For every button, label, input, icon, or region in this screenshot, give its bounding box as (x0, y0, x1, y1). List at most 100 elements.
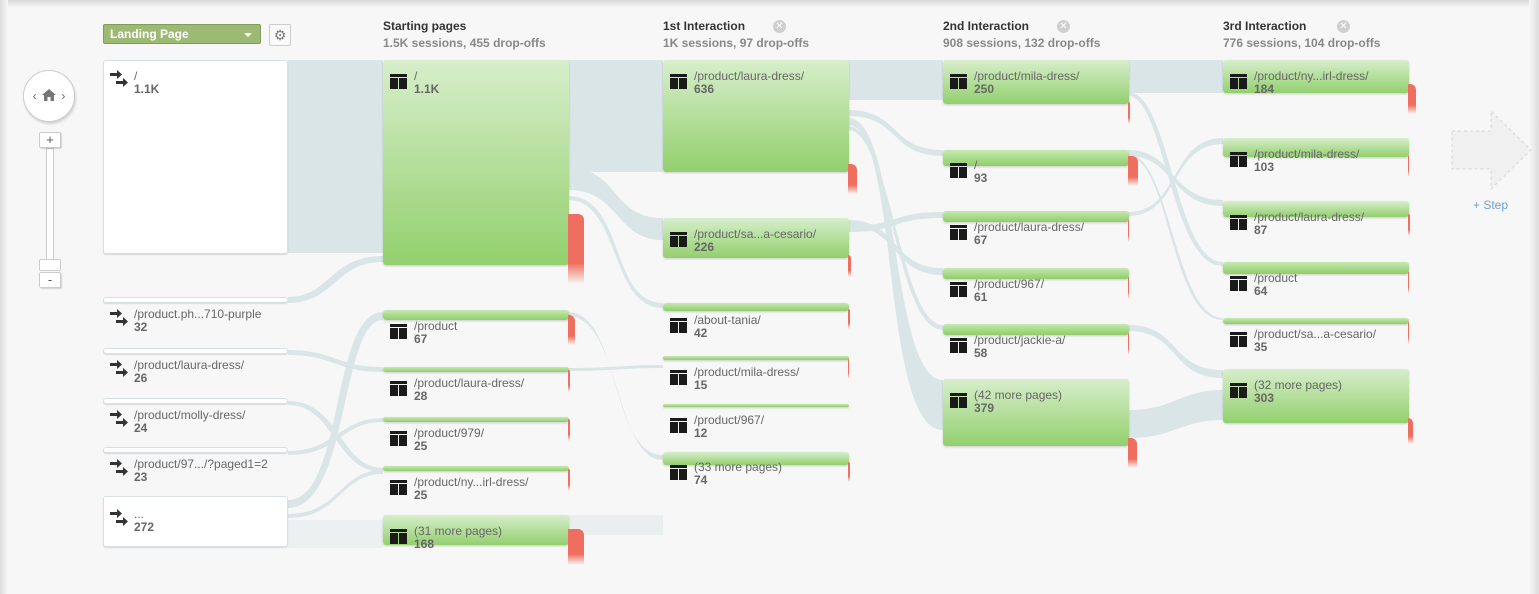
page-icon (950, 163, 967, 178)
entrance-arrows-icon (110, 360, 128, 377)
page-node-label: /about-tania/42 (694, 313, 761, 340)
page-icon (950, 225, 967, 240)
page-node[interactable] (1223, 201, 1409, 217)
page-node-label: /product/mila-dress/250 (974, 69, 1080, 96)
page-icon (670, 465, 687, 480)
page-node[interactable] (663, 60, 849, 172)
dropoff-bar[interactable] (568, 370, 570, 392)
landing-node-0[interactable] (103, 60, 288, 254)
page-node[interactable] (663, 452, 849, 465)
landing-label-0: /1.1K (134, 69, 160, 96)
remove-step-close-icon[interactable]: ✕ (1057, 20, 1070, 33)
home-icon[interactable] (42, 89, 56, 101)
zoom-out-button[interactable]: - (39, 272, 61, 288)
page-node[interactable] (943, 60, 1129, 104)
landing-node-4[interactable] (103, 447, 288, 453)
frame-shadow-left (0, 0, 8, 594)
dropoff-bar[interactable] (848, 359, 849, 379)
page-node[interactable] (1223, 60, 1409, 93)
page-node[interactable] (943, 379, 1129, 446)
dropoff-bar[interactable] (1408, 418, 1413, 444)
pan-left-button[interactable]: ‹ (32, 89, 37, 103)
page-node[interactable] (1223, 369, 1409, 423)
dropoff-bar[interactable] (568, 469, 570, 491)
add-step-arrow-icon[interactable] (1451, 110, 1533, 190)
dimension-dropdown[interactable]: Landing Page (103, 24, 261, 44)
remove-step-close-icon[interactable]: ✕ (1337, 20, 1350, 33)
page-node[interactable] (383, 60, 569, 265)
dropoff-bar[interactable] (1408, 84, 1416, 114)
page-node[interactable] (943, 324, 1129, 335)
entrance-arrows-icon (110, 509, 128, 526)
page-node[interactable] (383, 417, 569, 422)
landing-node-5[interactable] (103, 496, 288, 547)
page-node-label: /product/sa...a-cesario/35 (1254, 327, 1377, 354)
page-node[interactable] (663, 356, 849, 360)
page-node-label: (42 more pages)379 (974, 388, 1063, 415)
zoom-slider-handle[interactable] (39, 259, 61, 271)
add-step-button[interactable]: + Step (1473, 198, 1509, 212)
landing-node-3[interactable] (103, 398, 288, 404)
page-node[interactable] (663, 218, 849, 258)
entrance-arrows-icon (110, 70, 128, 87)
dropoff-bar[interactable] (1408, 214, 1410, 236)
remove-step-close-icon[interactable]: ✕ (773, 20, 786, 33)
column-title: Starting pages (383, 19, 467, 33)
settings-button[interactable]: ⚙ (269, 24, 291, 46)
landing-node-2[interactable] (103, 348, 288, 354)
page-icon (1230, 215, 1247, 230)
page-icon (670, 370, 687, 385)
page-icon (390, 324, 407, 339)
pan-navigation-control: ‹ › (23, 70, 75, 122)
page-icon (1230, 276, 1247, 291)
dropoff-bar[interactable] (1128, 102, 1130, 124)
page-node[interactable] (663, 303, 849, 311)
dropoff-bar[interactable] (568, 419, 570, 441)
dropoff-bar[interactable] (1408, 272, 1409, 294)
dropoff-bar[interactable] (1128, 220, 1129, 242)
frame-shadow-top (0, 0, 1539, 8)
page-node[interactable] (383, 466, 569, 471)
dropoff-bar[interactable] (568, 529, 584, 565)
pan-right-button[interactable]: › (61, 89, 66, 103)
dropoff-bar[interactable] (568, 214, 584, 284)
page-node-label: /product/jackie-a/58 (974, 333, 1066, 360)
dropoff-bar[interactable] (848, 255, 851, 277)
page-node[interactable] (943, 268, 1129, 279)
dropoff-bar[interactable] (1128, 333, 1129, 355)
page-node-label: /1.1K (414, 69, 440, 96)
chevron-down-icon (244, 33, 252, 37)
dropoff-bar[interactable] (848, 462, 850, 482)
page-node[interactable] (1223, 318, 1409, 324)
page-node[interactable] (663, 404, 849, 407)
dropoff-bar[interactable] (1408, 155, 1409, 177)
landing-node-1[interactable] (103, 297, 288, 303)
page-icon (390, 74, 407, 89)
dropoff-bar[interactable] (1128, 277, 1129, 299)
frame-shadow-right (1529, 0, 1539, 594)
page-node[interactable] (1223, 138, 1409, 157)
page-node[interactable] (943, 150, 1129, 166)
dropoff-bar[interactable] (848, 309, 850, 329)
column-summary: 908 sessions, 132 drop-offs (943, 36, 1101, 50)
dropoff-bar[interactable] (568, 315, 575, 345)
zoom-in-button[interactable]: + (39, 132, 61, 148)
dropoff-bar[interactable] (1128, 156, 1138, 186)
page-node-label: /product/ny...irl-dress/25 (414, 475, 529, 502)
entrance-arrows-icon (110, 410, 128, 427)
page-icon (950, 282, 967, 297)
page-node[interactable] (1223, 262, 1409, 274)
entrance-arrows-icon (110, 459, 128, 476)
page-node[interactable] (383, 367, 569, 372)
page-node-label: /93 (974, 158, 988, 185)
dropoff-bar[interactable] (848, 164, 857, 194)
page-node[interactable] (383, 515, 569, 545)
page-node[interactable] (383, 310, 569, 320)
page-node-label: (32 more pages)303 (1254, 378, 1343, 405)
dropoff-bar[interactable] (1408, 322, 1409, 344)
page-node[interactable] (943, 211, 1129, 222)
zoom-slider-track[interactable] (46, 148, 54, 264)
dropoff-bar[interactable] (1128, 438, 1137, 468)
page-node-label: /product/ny...irl-dress/184 (1254, 69, 1369, 96)
